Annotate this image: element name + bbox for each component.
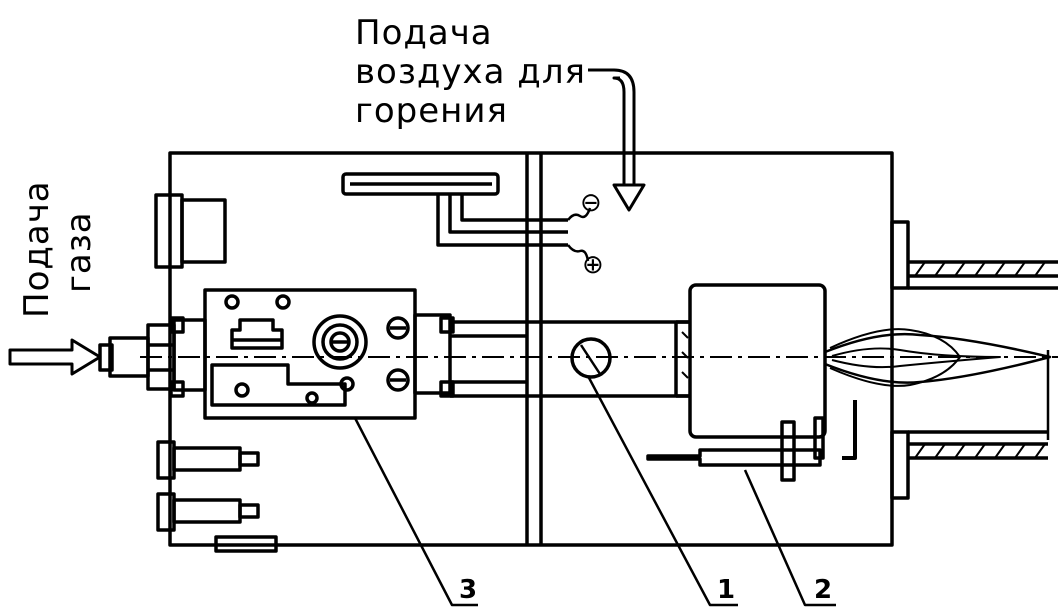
air-label-line-1: Подача [355, 13, 493, 53]
air-supply-arrow [588, 68, 646, 212]
callout-1: 1 [717, 575, 736, 605]
minus-symbol: ⊖ [580, 188, 602, 218]
exhaust-upper [890, 220, 910, 290]
flame [824, 332, 1052, 384]
top-bar [341, 172, 500, 196]
air-label-line-2: воздуха для [355, 52, 587, 92]
burner-head [688, 283, 827, 439]
gas-valve-body [203, 288, 417, 420]
leader-2 [743, 469, 836, 607]
bottom-plug [214, 535, 278, 553]
valve-screw-bottom [386, 368, 410, 392]
gas-label-line-1: Подача [17, 180, 57, 318]
callout-3: 3 [459, 575, 478, 605]
plus-symbol: ⊕ [582, 250, 604, 280]
air-label-line-3: горения [355, 91, 508, 131]
lead-upper [436, 195, 568, 247]
terminal-block-body [180, 198, 227, 264]
leader-1 [586, 375, 738, 607]
gas-label: Подача газа [17, 180, 110, 318]
valve-screw-top [386, 316, 410, 340]
gas-label-line-2: газа [59, 211, 99, 293]
gas-inlet-arrow [8, 338, 102, 376]
lead-lower [448, 195, 568, 234]
valve-knob-outer [312, 314, 368, 370]
leader-3 [353, 417, 478, 607]
wire-plus [567, 244, 590, 262]
ignition-electrode [646, 448, 822, 467]
callout-2: 2 [814, 575, 833, 605]
exhaust-lower [890, 430, 910, 500]
wire-minus [567, 207, 592, 221]
